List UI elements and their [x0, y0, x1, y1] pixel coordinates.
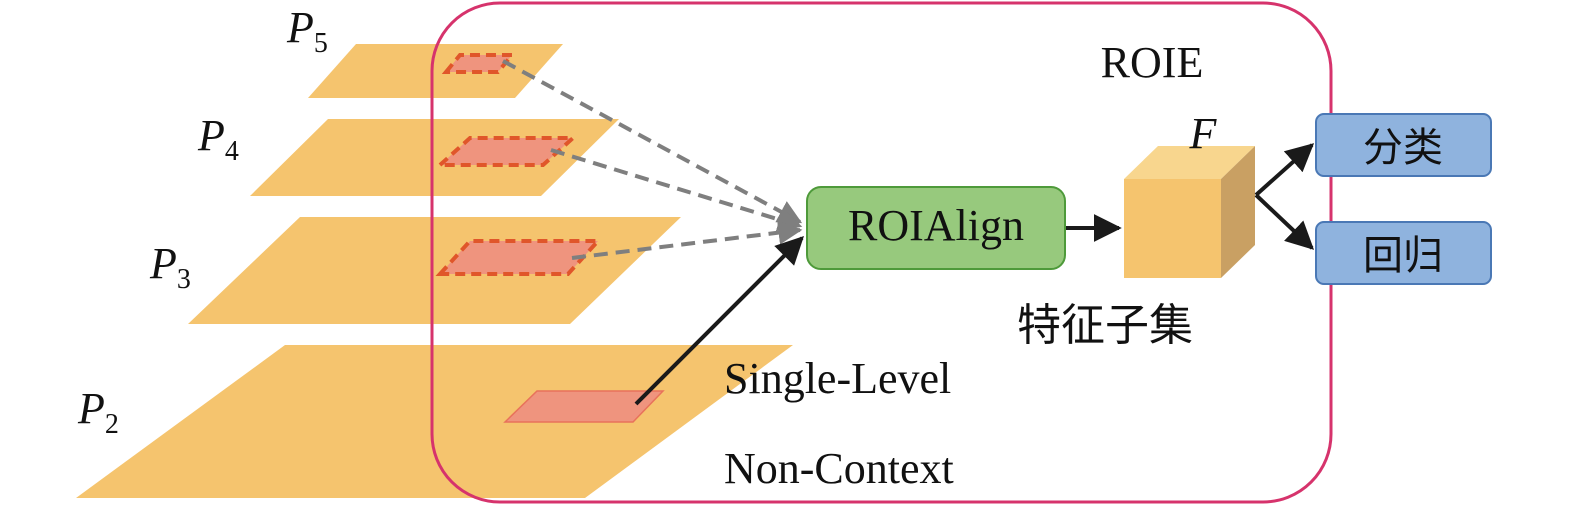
plane-p4 — [250, 119, 619, 196]
classify-box — [1315, 113, 1492, 177]
feature-caption: 特征子集 — [1017, 300, 1193, 351]
arrow-to-classify — [1254, 143, 1315, 197]
level-label-p5: P5 — [286, 3, 328, 59]
level-label-p2: P2 — [77, 384, 119, 440]
level-label-p4-sub: 4 — [225, 136, 239, 167]
single-level-note: Single-Level — [724, 354, 951, 403]
level-label-p5-sub: 5 — [314, 28, 328, 59]
dashed-arrow-p3 — [571, 220, 803, 260]
regress-box — [1315, 221, 1492, 285]
level-label-p3-sub: 3 — [177, 264, 191, 295]
dashed-arrow-p5 — [502, 59, 803, 224]
roie-label: ROIE — [1101, 38, 1204, 87]
level-label-p3-base: P — [149, 239, 177, 288]
roialign-box — [806, 186, 1066, 270]
level-label-p2-base: P — [77, 384, 105, 433]
classify-label: 分类 — [1363, 125, 1443, 171]
roi-p4 — [434, 136, 579, 167]
feature-cube-side — [1221, 146, 1255, 278]
plane-p2 — [76, 345, 793, 498]
feature-label: F — [1189, 109, 1218, 158]
arrow-to-regress — [1254, 193, 1315, 250]
level-label-p3: P3 — [149, 239, 191, 295]
roi-p3 — [435, 239, 603, 276]
roi-p2 — [503, 390, 665, 423]
plane-p3 — [188, 217, 681, 324]
level-label-p4: P4 — [197, 111, 239, 167]
regress-label: 回归 — [1363, 233, 1443, 279]
feature-cube-front — [1124, 179, 1221, 278]
solid-arrow-p2 — [634, 236, 804, 406]
level-label-p5-base: P — [286, 3, 314, 52]
feature-cube-top — [1124, 146, 1255, 179]
roialign-label: ROIAlign — [848, 201, 1024, 250]
level-label-p4-base: P — [197, 111, 225, 160]
dashed-arrow-p4 — [550, 148, 803, 232]
level-label-p2-sub: 2 — [105, 409, 119, 440]
non-context-note: Non-Context — [724, 444, 954, 493]
roi-p5 — [441, 53, 517, 74]
